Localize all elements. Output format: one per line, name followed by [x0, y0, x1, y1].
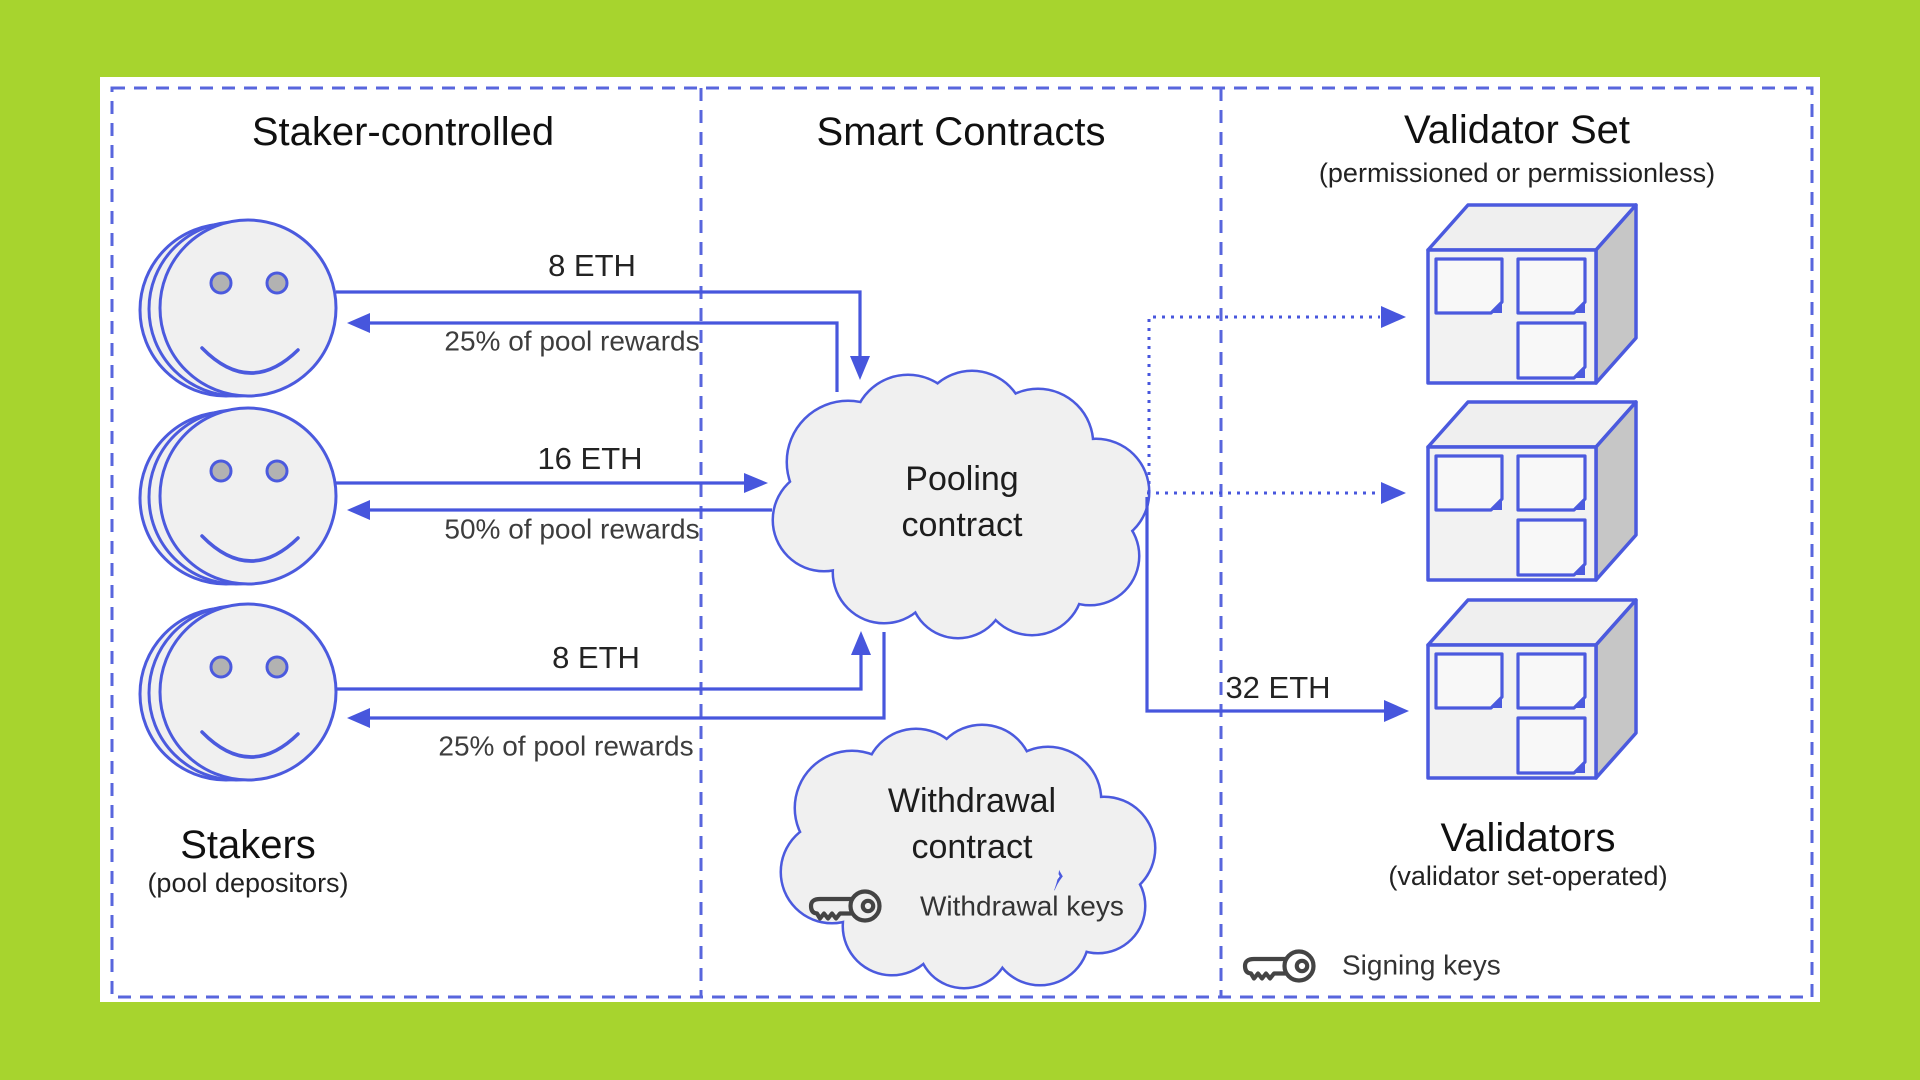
validator-cube-3: [1426, 598, 1638, 780]
eye-icon: [265, 459, 289, 483]
document-icon: [1434, 257, 1587, 380]
reward-label-3: 25% of pool rewards: [438, 730, 694, 762]
pooling-label-line1: Pooling: [905, 460, 1019, 498]
dotted-arrow-validator-2: [1147, 482, 1406, 504]
deposit-label-2: 16 ETH: [537, 440, 643, 476]
deposit-arrow-1: [336, 290, 870, 380]
validators-label: Validators: [1440, 816, 1616, 860]
withdrawal-keys-label: Withdrawal keys: [920, 890, 1124, 922]
reward-label-1: 25% of pool rewards: [444, 325, 700, 357]
eye-icon: [209, 655, 233, 679]
stakers-label: Stakers: [180, 823, 316, 867]
signing-key-icon: [1242, 949, 1316, 983]
staker-avatar-1: [138, 218, 338, 398]
staker-avatar-3: [138, 602, 338, 782]
staker-avatar-2: [138, 406, 338, 586]
eye-icon: [265, 271, 289, 295]
validator-cube-1: [1426, 203, 1638, 385]
eye-icon: [265, 655, 289, 679]
column-title-staker: Staker-controlled: [251, 110, 555, 154]
pooling-label-line2: contract: [901, 506, 1023, 544]
dotted-arrow-validator-1: [1147, 306, 1406, 493]
reward-arrow-3: [347, 632, 886, 728]
smile-icon: [200, 534, 300, 563]
deposit-arrow-2: [336, 473, 768, 493]
column-title-validator: Validator Set: [1403, 108, 1631, 152]
eye-icon: [209, 271, 233, 295]
deposit-label-1: 8 ETH: [548, 247, 636, 283]
withdrawal-contract-label: Withdrawal contract: [888, 778, 1056, 870]
column-subtitle-validator: (permissioned or permissionless): [1318, 158, 1716, 189]
signing-keys-label: Signing keys: [1342, 949, 1501, 981]
withdrawal-cloud-shape: [779, 723, 1157, 990]
column-title-contracts: Smart Contracts: [816, 110, 1106, 154]
deposit-arrow-3: [336, 631, 871, 691]
smile-icon: [200, 346, 300, 375]
document-icon: [1434, 652, 1587, 775]
withdrawal-label-line1: Withdrawal: [887, 782, 1057, 820]
eye-icon: [209, 459, 233, 483]
reward-label-2: 50% of pool rewards: [444, 513, 700, 545]
reward-arrow-2: [347, 500, 772, 520]
pooling-contract-label: Pooling contract: [902, 456, 1023, 548]
pooling-cloud-shape: [771, 369, 1151, 640]
smile-icon: [200, 730, 300, 759]
stake-label-32eth: 32 ETH: [1225, 669, 1331, 705]
dashed-border: [110, 86, 1814, 999]
withdrawal-label-line2: contract: [911, 828, 1033, 866]
stake-arrow-32eth: [1145, 497, 1409, 722]
reward-arrow-1: [347, 313, 839, 392]
validators-sublabel: (validator set-operated): [1388, 861, 1668, 892]
withdrawal-key-icon: [808, 889, 882, 923]
validator-cube-2: [1426, 400, 1638, 582]
stakers-sublabel: (pool depositors): [147, 868, 349, 899]
document-icon: [1434, 454, 1587, 577]
deposit-label-3: 8 ETH: [552, 639, 640, 675]
